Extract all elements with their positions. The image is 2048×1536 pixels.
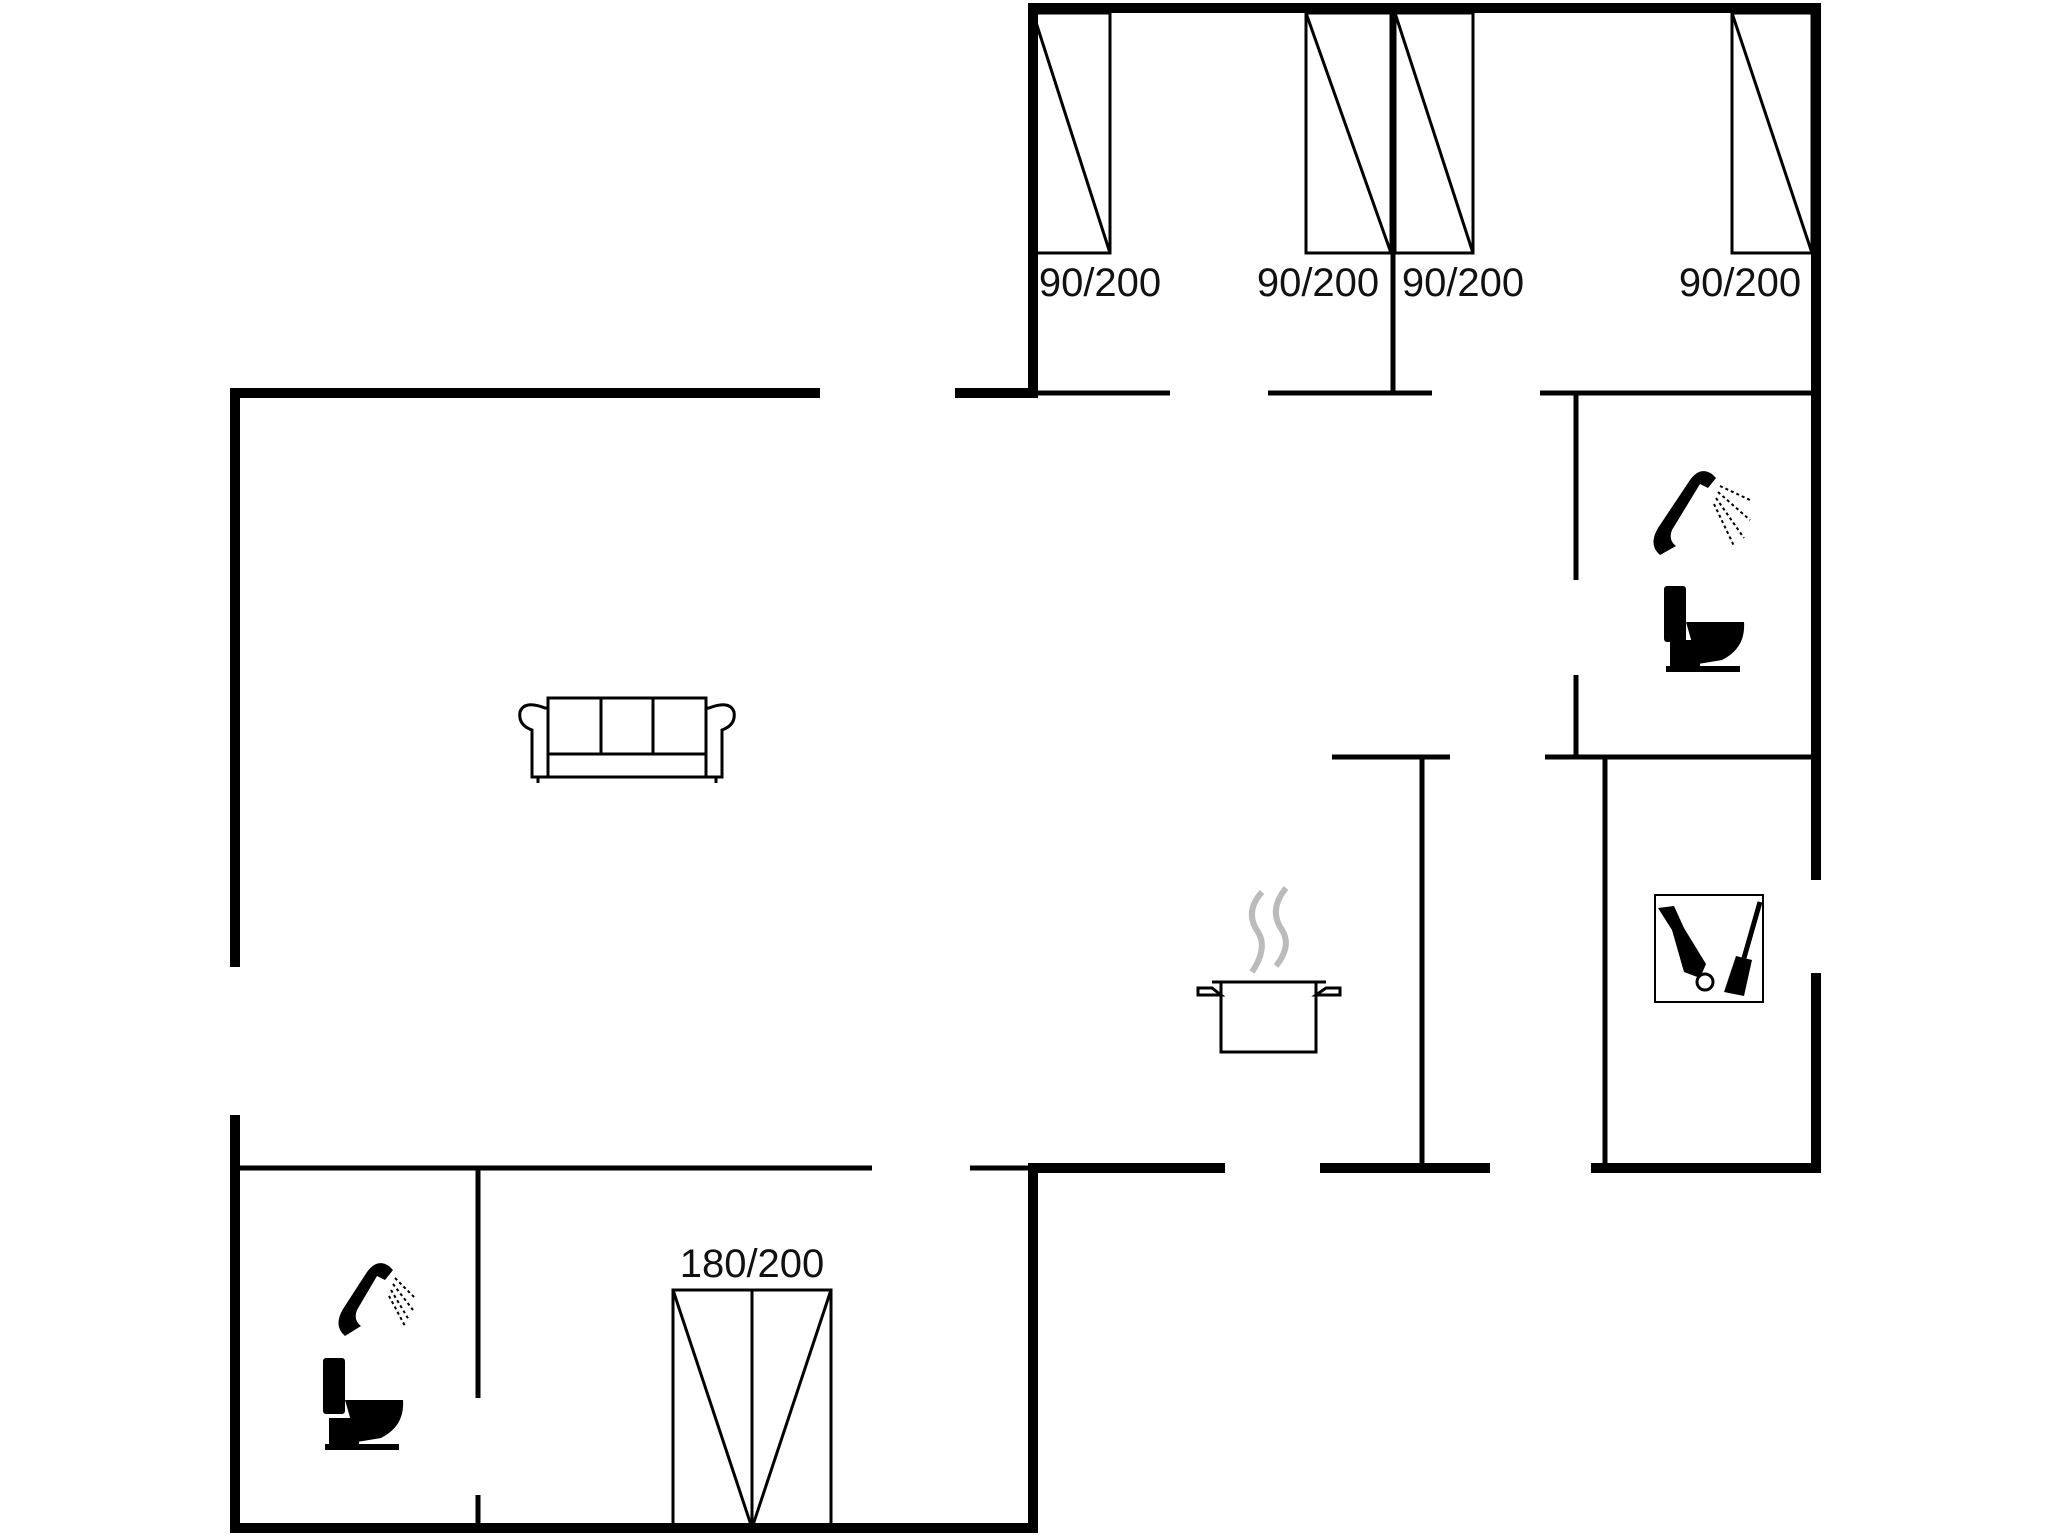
- single-bed-3: [1393, 11, 1475, 255]
- single-bed-4: [1730, 11, 1814, 255]
- bed-size-label: 90/200: [1039, 261, 1161, 305]
- single-bed-2: [1304, 11, 1393, 255]
- toilet-icon: [323, 1358, 404, 1450]
- shower-icon: [338, 1263, 416, 1336]
- bed-size-label: 90/200: [1402, 261, 1524, 305]
- bed-size-label: 90/200: [1679, 261, 1801, 305]
- bed-size-label: 180/200: [680, 1242, 825, 1286]
- single-bed-1: [1031, 11, 1112, 255]
- outer-walls: [230, 3, 1821, 1533]
- utility-cleaning-icon: [1654, 894, 1764, 1003]
- cooking-pot-icon: [1196, 886, 1342, 1054]
- toilet-icon: [1664, 586, 1745, 672]
- double-bed: [671, 1288, 833, 1530]
- shower-icon: [1653, 471, 1751, 555]
- sofa-icon: [518, 696, 736, 783]
- bed-size-label: 90/200: [1257, 261, 1379, 305]
- interior-walls: [235, 8, 1816, 1528]
